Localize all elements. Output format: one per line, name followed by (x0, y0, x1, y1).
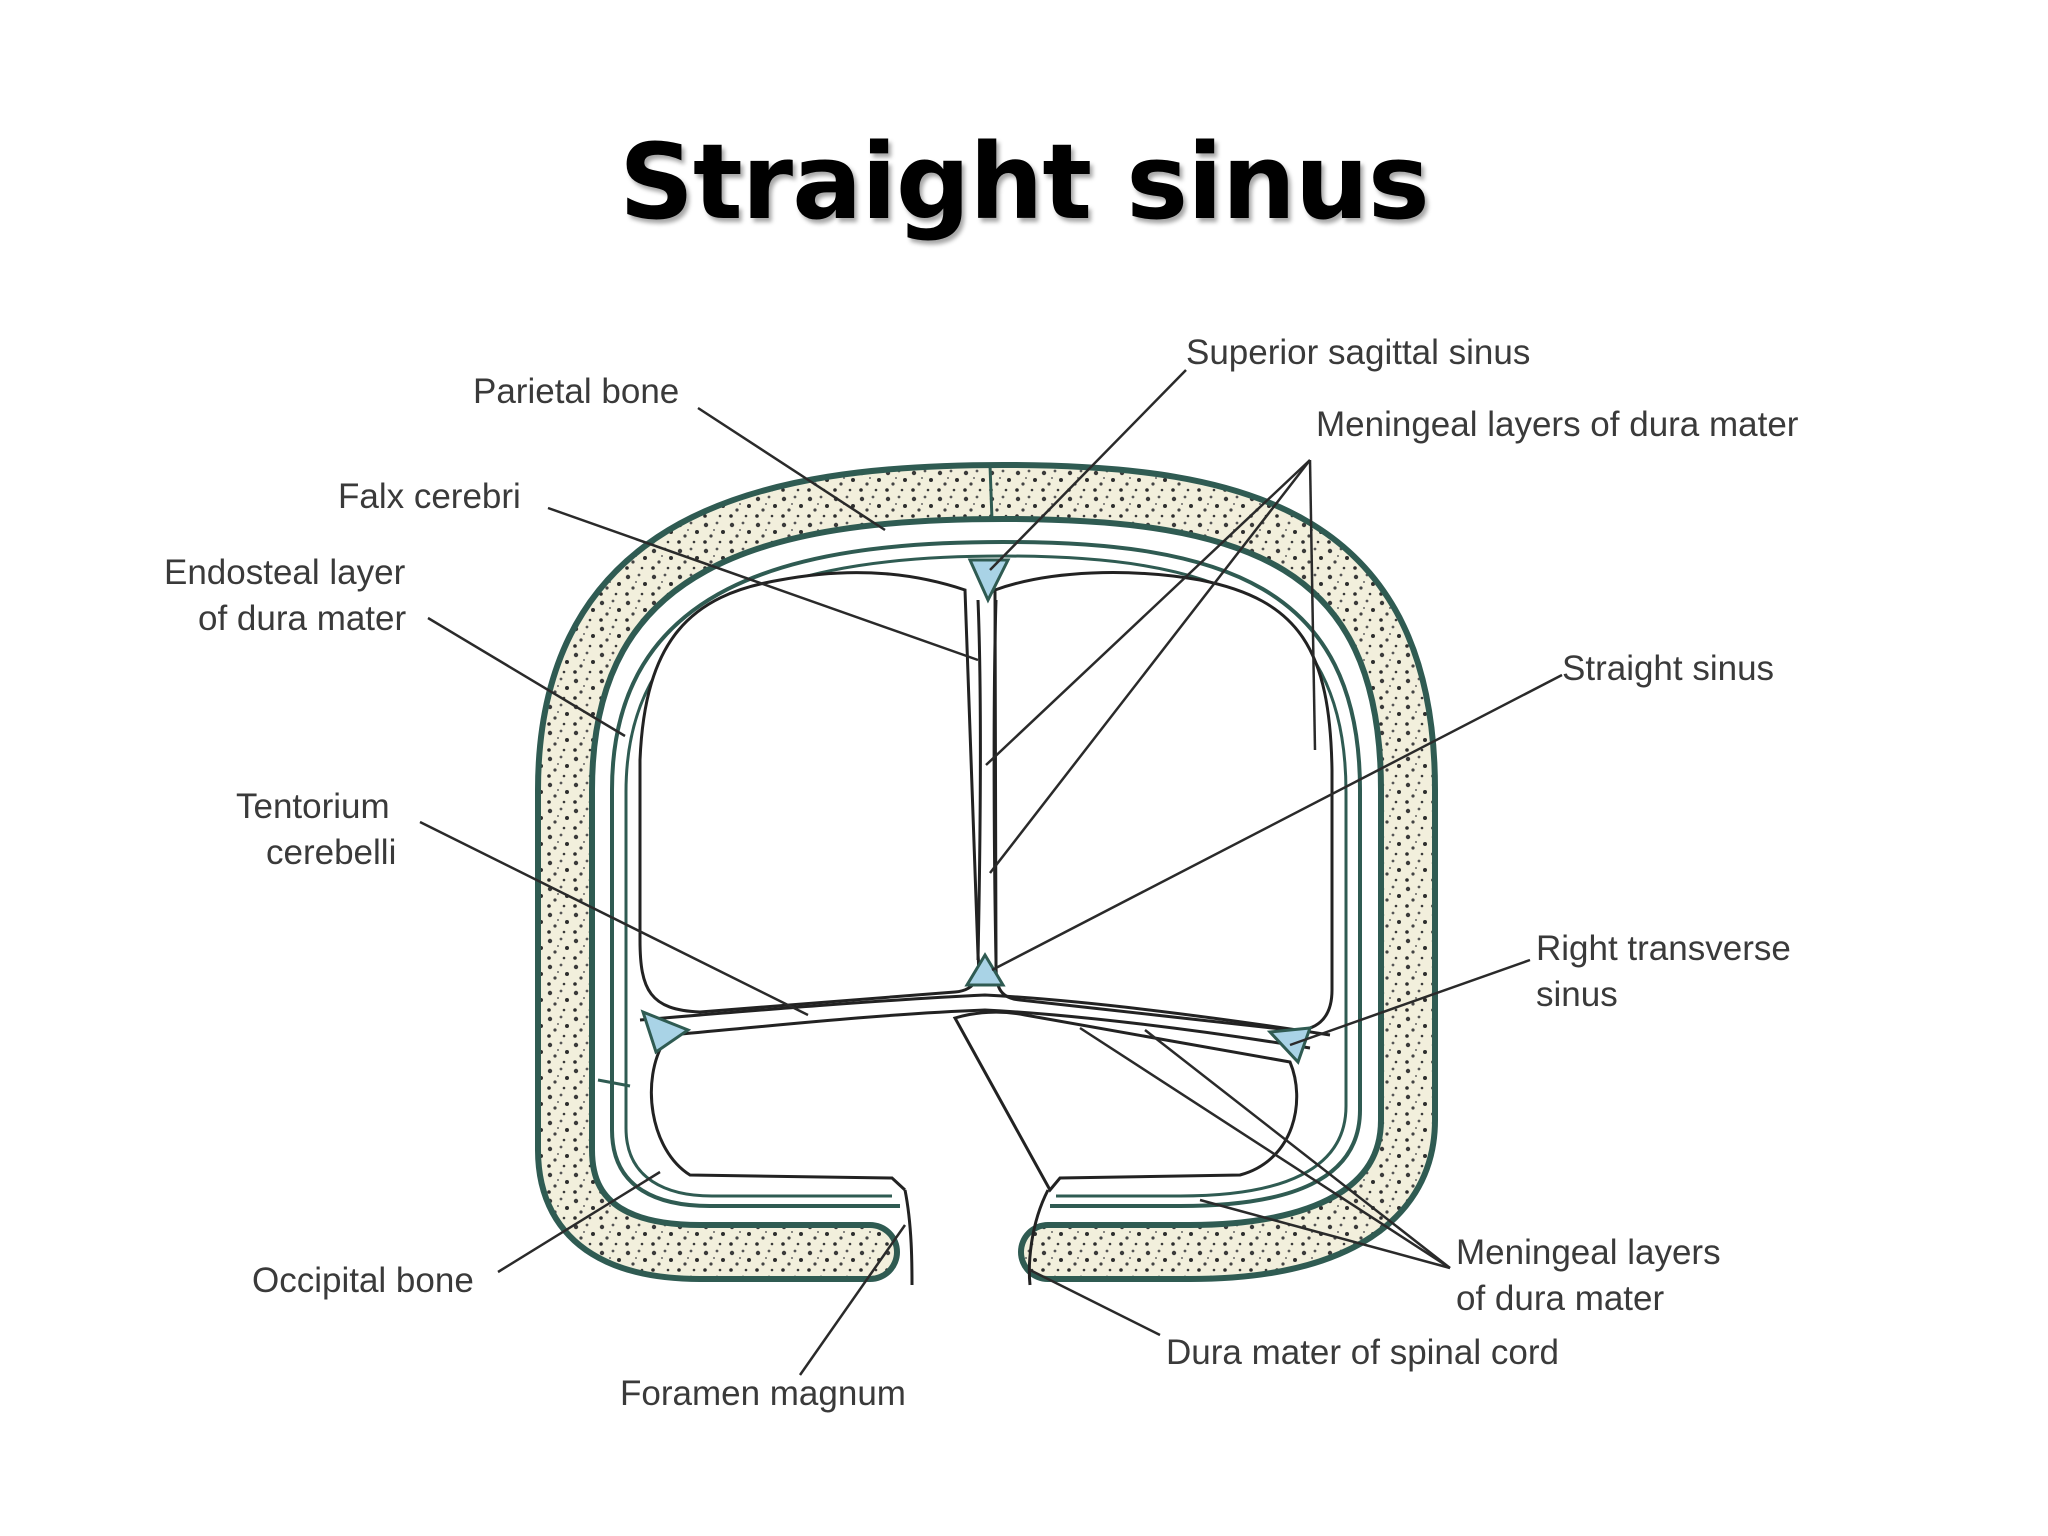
leader-meningeal-bottom-3 (1199, 1198, 1451, 1270)
tentorium-fold (639, 993, 1331, 1037)
leader-meningeal-top-2 (989, 459, 1311, 874)
leader-dura-spinal-cord (1029, 1268, 1161, 1337)
dural-folds (639, 599, 1331, 1286)
leader-straight-sinus (991, 673, 1563, 972)
label-straight-sinus: Straight sinus (1562, 649, 1774, 688)
leader-right-transverse-sinus (1289, 958, 1531, 1047)
leader-meningeal-top-1 (985, 459, 1311, 766)
label-meningeal-layers-bottom-1: Meningeal layers (1456, 1233, 1721, 1272)
label-parietal-bone: Parietal bone (473, 372, 679, 411)
leader-occipital-bone (497, 1170, 661, 1274)
label-right-transverse-1: Right transverse (1536, 929, 1791, 968)
skull-bone-ring (535, 461, 1438, 1282)
posterior-cranial-fossa (649, 1010, 1299, 1193)
leader-falx-cerebri (547, 506, 979, 662)
leader-endosteal-layer (427, 616, 626, 738)
slide-title: Straight sinus (619, 121, 1430, 243)
label-falx-cerebri: Falx cerebri (338, 477, 521, 516)
right-cerebral-compartment (993, 571, 1334, 1032)
label-endosteal-layer-2: of dura mater (198, 599, 406, 638)
leader-meningeal-bottom-1 (1079, 1026, 1451, 1270)
label-right-transverse-2: sinus (1536, 975, 1618, 1014)
label-superior-sagittal-sinus: Superior sagittal sinus (1186, 333, 1530, 372)
cranial-compartments (638, 571, 1334, 1193)
leader-foramen-magnum (798, 1224, 907, 1376)
label-tentorium-2: cerebelli (266, 833, 396, 872)
left-transverse-sinus-shape (640, 1009, 692, 1055)
dura-layers (610, 539, 1362, 1208)
leader-lines (419, 369, 1563, 1376)
leader-meningeal-top-3 (1308, 459, 1317, 751)
leader-meningeal-bottom-2 (1144, 1029, 1451, 1269)
left-cerebral-compartment (638, 571, 981, 1014)
label-dura-spinal-cord: Dura mater of spinal cord (1166, 1333, 1559, 1372)
venous-sinuses (640, 558, 1313, 1065)
foramen-magnum-dura-right (1027, 1189, 1050, 1286)
suture-top (988, 464, 994, 521)
leader-superior-sagittal-sinus (989, 369, 1187, 571)
label-foramen-magnum: Foramen magnum (620, 1374, 906, 1413)
label-meningeal-layers-bottom-2: of dura mater (1456, 1279, 1664, 1318)
label-endosteal-layer-1: Endosteal layer (164, 553, 406, 592)
falx-cerebri-fold (976, 599, 998, 961)
diagram-labels: Parietal bone Falx cerebri Endosteal lay… (164, 333, 1799, 1413)
meningeal-layer-outer (624, 554, 1348, 1198)
leader-tentorium (419, 820, 809, 1017)
leader-parietal-bone (697, 406, 886, 532)
endosteal-layer (610, 539, 1362, 1208)
foramen-magnum-dura-left (903, 1189, 914, 1286)
bone-speckled-layer (541, 467, 1432, 1276)
label-meningeal-layers-top: Meningeal layers of dura mater (1316, 405, 1799, 444)
label-occipital-bone: Occipital bone (252, 1261, 474, 1300)
label-tentorium-1: Tentorium (236, 787, 390, 826)
superior-sagittal-sinus-shape (967, 558, 1011, 604)
tentorium-fold-lower (659, 1008, 1311, 1050)
